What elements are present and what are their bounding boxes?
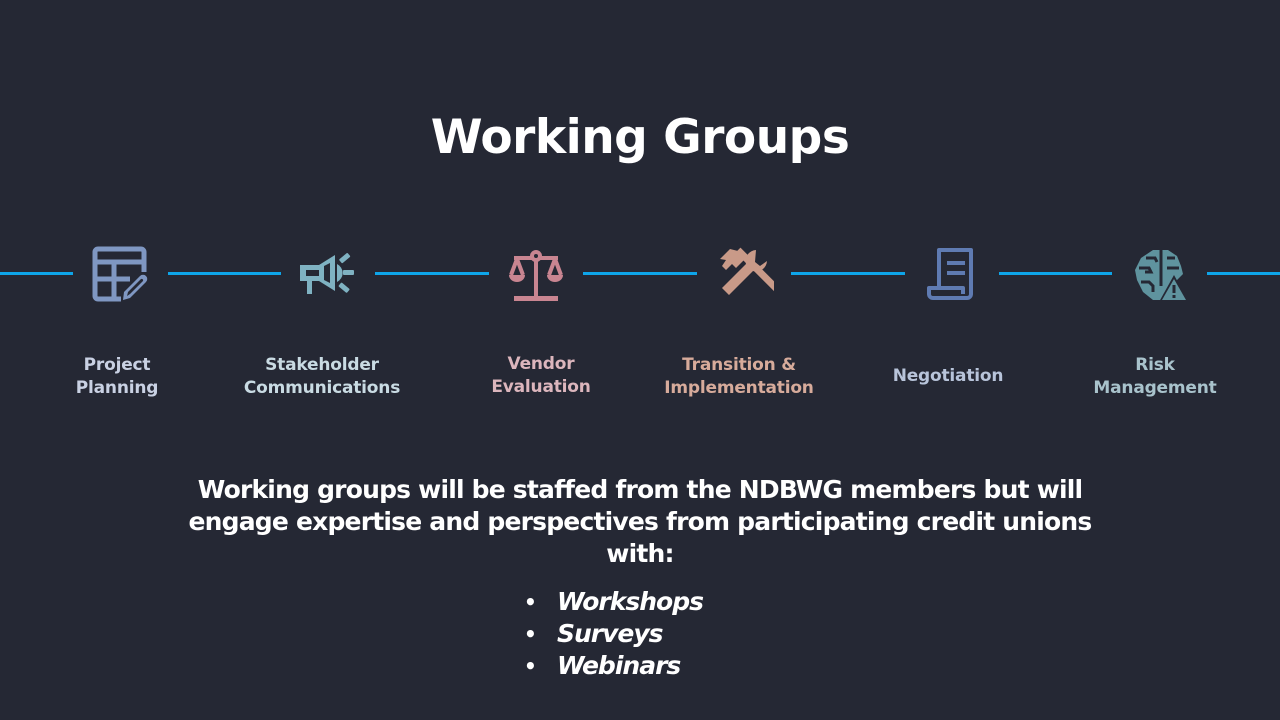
connector-line (0, 272, 73, 275)
group-label-project-planning: Project Planning (75, 355, 159, 398)
connector-line (999, 272, 1112, 275)
connector-line (791, 272, 905, 275)
group-label-transition-implementation: Transition & Implementation (664, 355, 814, 398)
document-scroll-icon (921, 244, 981, 304)
slide-title: Working Groups (430, 110, 850, 165)
group-label-stakeholder-communications: Stakeholder Communications (243, 355, 401, 398)
list-item: • Surveys (524, 619, 664, 648)
bullet-icon: • (524, 590, 537, 614)
table-edit-icon (90, 244, 150, 304)
group-label-vendor-evaluation: Vendor Evaluation (491, 354, 591, 397)
bullet-icon: • (524, 654, 537, 678)
engagement-methods-list: • Workshops • Surveys • Webinars (524, 586, 704, 682)
group-label-negotiation: Negotiation (892, 366, 1004, 386)
bullet-icon: • (524, 622, 537, 646)
hammer-wrench-icon (714, 244, 774, 304)
connector-line (375, 272, 489, 275)
megaphone-icon (297, 244, 357, 304)
connector-line (583, 272, 697, 275)
list-item: • Workshops (524, 587, 704, 616)
scales-icon (506, 244, 566, 304)
list-item: • Webinars (524, 651, 681, 680)
brain-warning-icon (1131, 244, 1191, 304)
connector-line (1207, 272, 1280, 275)
connector-line (168, 272, 281, 275)
description-paragraph: Working groups will be staffed from the … (188, 475, 1092, 568)
group-label-risk-management: Risk Management (1093, 355, 1217, 398)
